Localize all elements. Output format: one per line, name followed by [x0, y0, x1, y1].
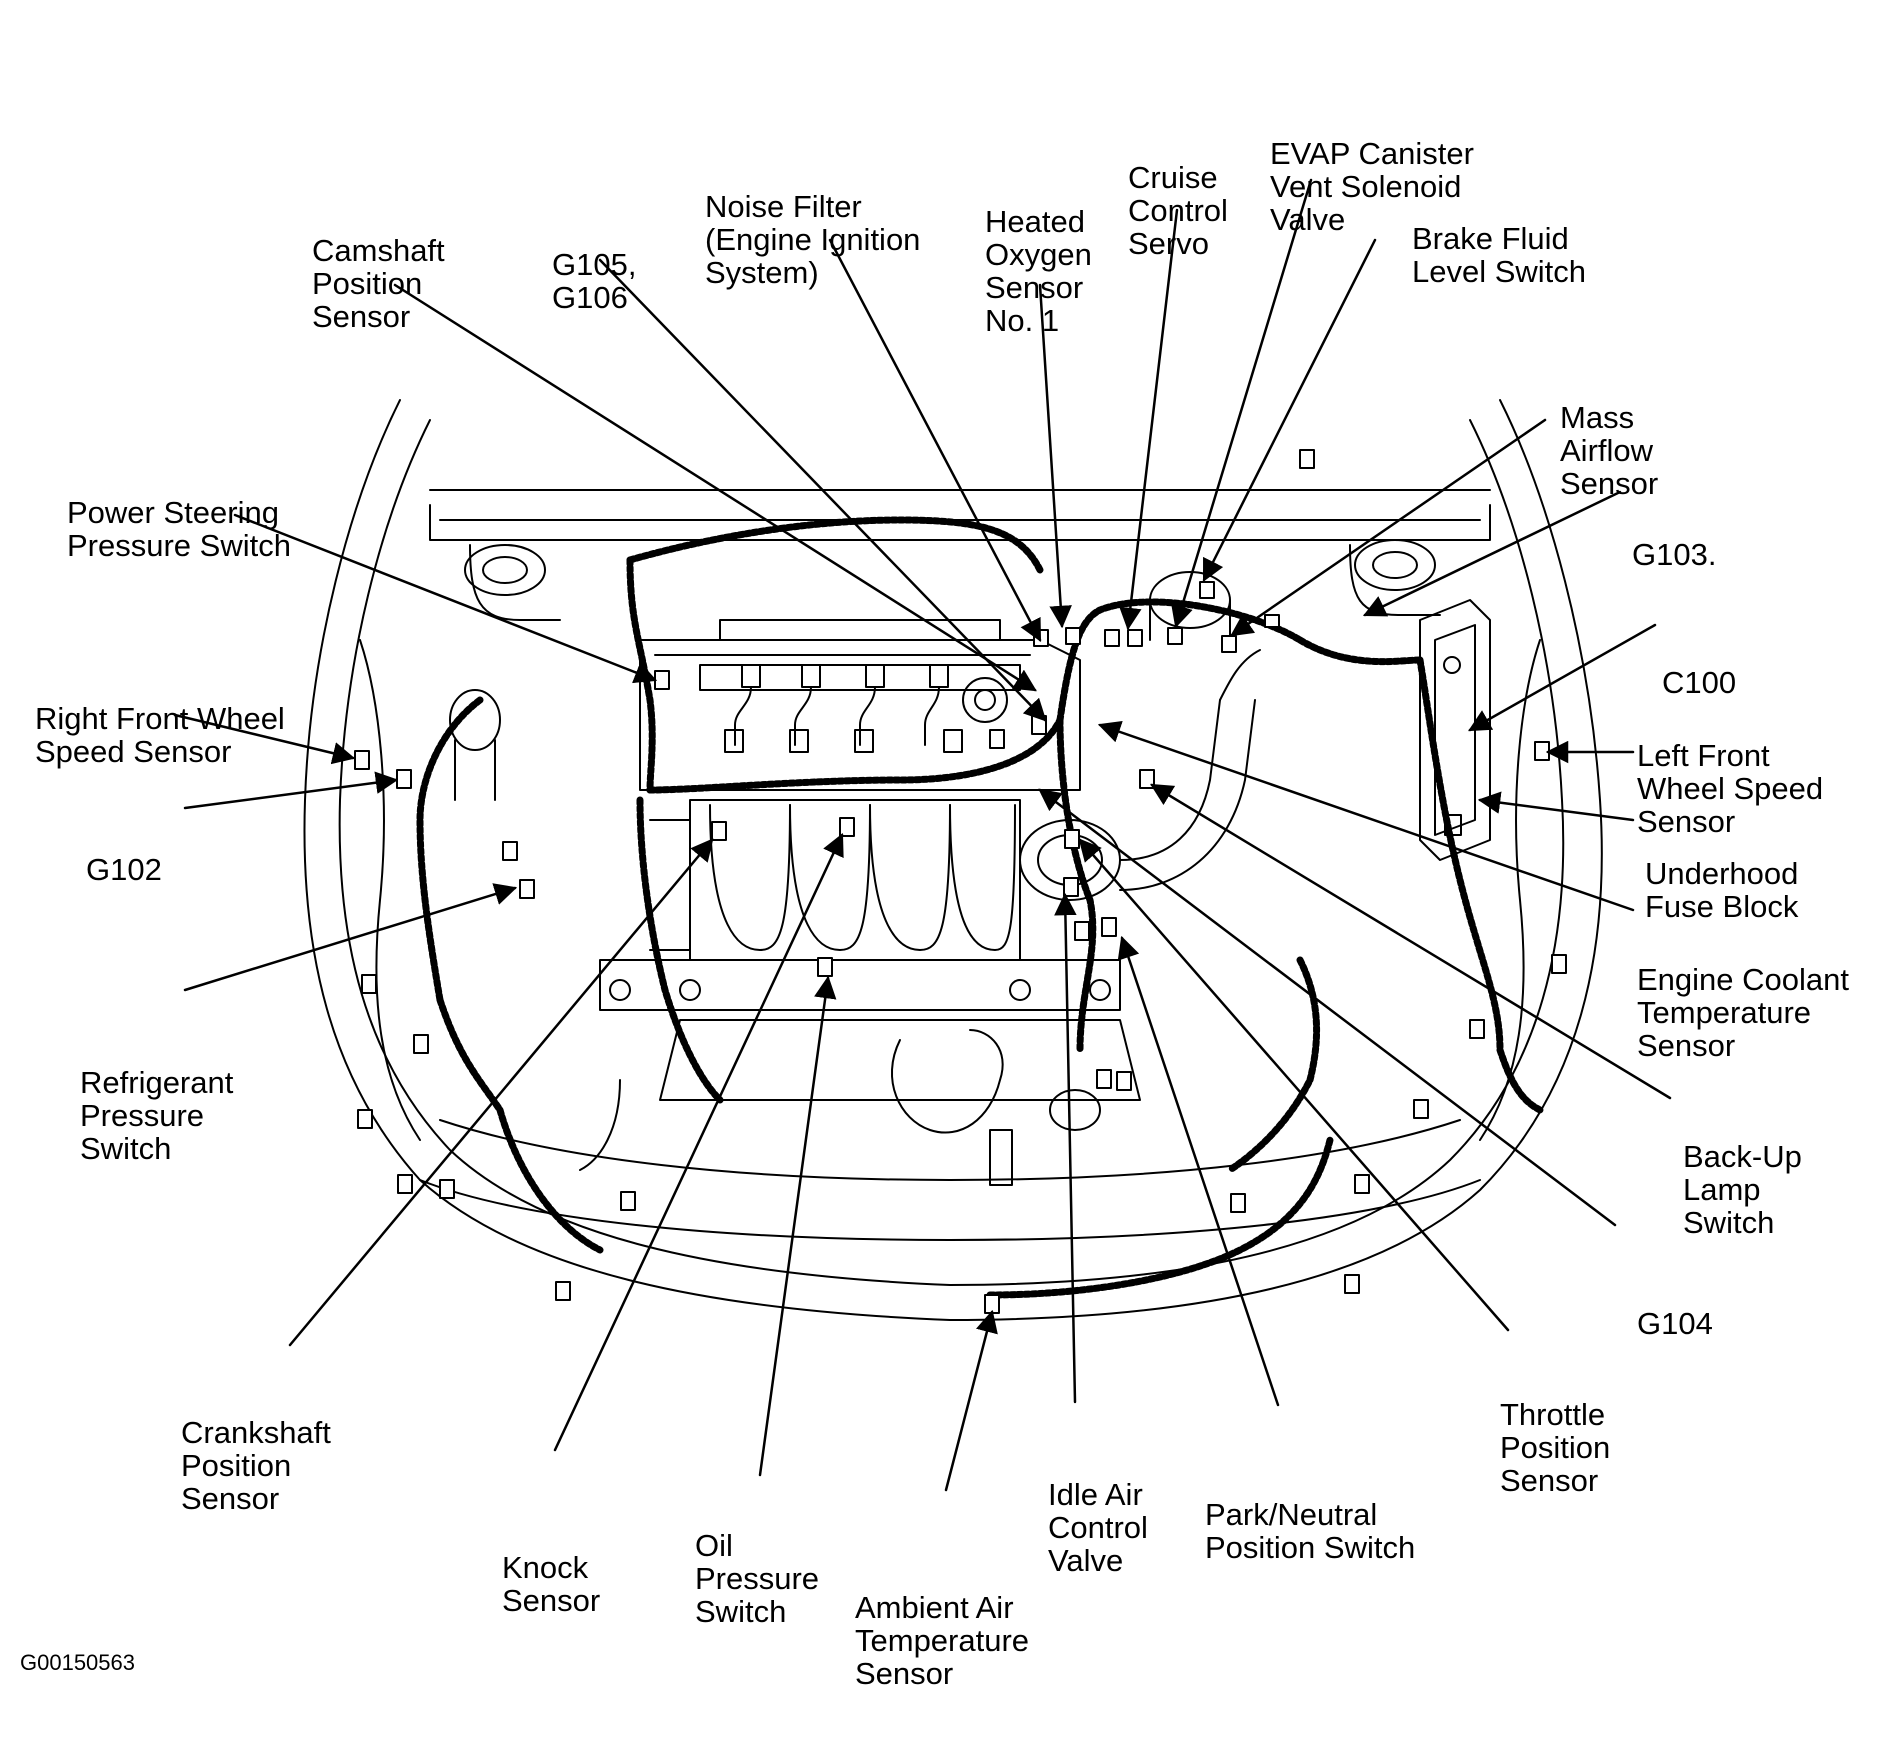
leader-ambient-air-temperature-sensor [944, 1309, 998, 1492]
leader-crankshaft-position-sensor [288, 838, 714, 1347]
leader-park-neutral-position-switch [1117, 935, 1280, 1407]
figure-id: G00150563 [20, 1650, 135, 1675]
g102-label: G102 [86, 852, 162, 887]
leader-c100 [1468, 623, 1657, 732]
firewall [429, 489, 1491, 621]
intake-manifold [599, 799, 1121, 1011]
leader-mass-airflow-sensor [1230, 418, 1547, 637]
g104-label: G104 [1637, 1306, 1713, 1341]
wiring-harness [416, 516, 1544, 1299]
leader-oil-pressure-switch [758, 975, 837, 1477]
leader-underhood-fuse-block [1477, 791, 1635, 822]
transaxle [579, 1019, 1141, 1186]
leader-camshaft-position-sensor [393, 283, 1037, 692]
vehicle-body-outline [303, 399, 1603, 1321]
leader-back-up-lamp-switch [1150, 783, 1672, 1100]
leader-throttle-position-sensor [1078, 838, 1510, 1332]
leader-g102 [183, 771, 399, 810]
leader-g104 [1038, 788, 1617, 1227]
ignition-coils [724, 664, 963, 753]
g105-g106-label: G105,G106 [552, 247, 637, 315]
c100-label: C100 [1662, 665, 1737, 700]
engine-cylinder-head [639, 619, 1081, 791]
leader-noise-filter [828, 238, 1042, 642]
fender-wells [359, 639, 1541, 1141]
leader-refrigerant-pressure-switch [183, 883, 518, 992]
leader-lines [173, 178, 1672, 1492]
leader-g105-g106 [598, 258, 1047, 722]
leader-engine-coolant-temperature-sensor [1097, 721, 1635, 912]
leader-idle-air-control-valve [1054, 892, 1077, 1404]
leader-right-front-wheel-speed-sensor [173, 713, 356, 765]
leader-power-steering-pressure-switch [233, 513, 658, 684]
leader-knock-sensor [553, 832, 844, 1452]
leader-heated-oxygen-sensor [1038, 283, 1072, 629]
leader-g103 [1362, 490, 1622, 617]
throttle-body [1019, 571, 1261, 901]
g103-label: G103. [1632, 537, 1717, 572]
connectors [354, 449, 1567, 1314]
leader-brake-fluid-level-switch [1202, 238, 1377, 583]
leader-cruise-control-servo [1119, 208, 1179, 631]
leader-evap-canister [1171, 178, 1313, 629]
